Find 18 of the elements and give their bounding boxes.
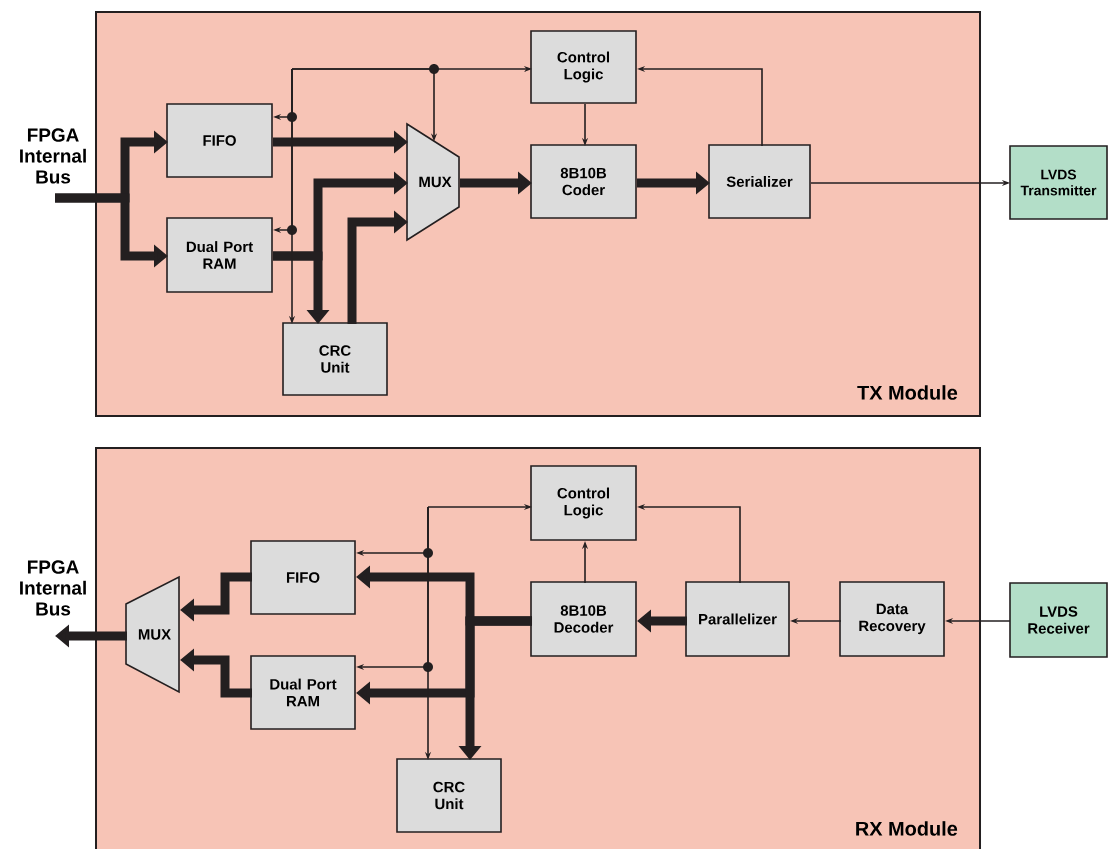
block-box: 8B10B Decoder [530,581,637,657]
block-box: Dual Port RAM [250,655,356,730]
block-box: Serializer [708,144,811,219]
block-box: FIFO [250,540,356,615]
block-box: Data Recovery [839,581,945,657]
block-box: Parallelizer [685,581,790,657]
block-box: CRC Unit [282,322,388,396]
block-box: Control Logic [530,465,637,541]
block-box: Control Logic [530,30,637,104]
block-box: CRC Unit [396,758,502,833]
block-box: 8B10B Coder [530,144,637,219]
multiplexer-trapezoid: MUX [125,575,180,694]
bus-label: FPGA Internal Bus [20,128,86,184]
block-box: FIFO [166,103,273,178]
bus-label: FPGA Internal Bus [20,560,86,616]
block-box: Dual Port RAM [166,217,273,293]
block-box: LVDS Transmitter [1009,145,1108,220]
block-box: LVDS Receiver [1009,582,1108,658]
